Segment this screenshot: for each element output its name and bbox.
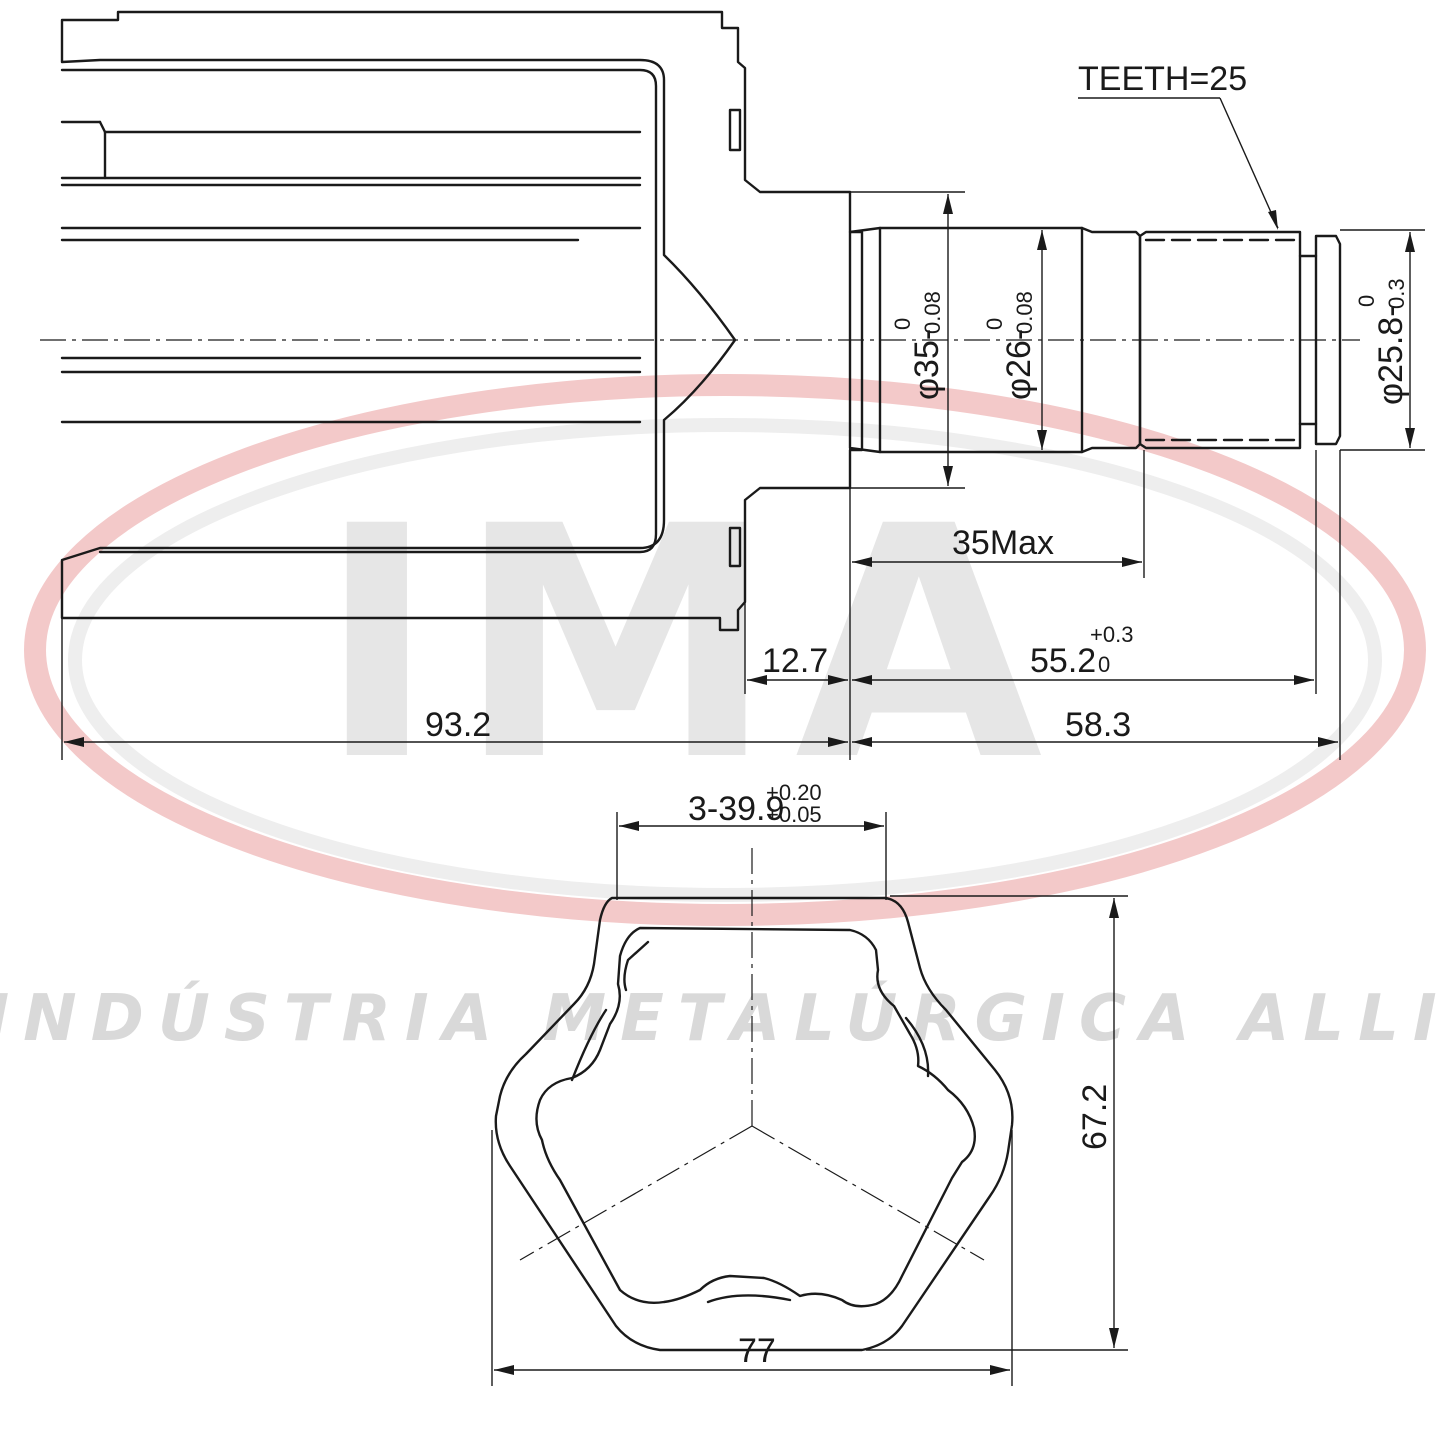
- svg-text:0: 0: [890, 318, 915, 330]
- svg-text:0: 0: [1098, 652, 1110, 677]
- tripod-axis-right: [751, 1125, 985, 1261]
- housing-inner-profile: [535, 926, 976, 1308]
- dim-text-35: φ35- 0 0.08: [890, 291, 946, 400]
- dim-text-552: 55.2 +0.3 0: [1030, 622, 1133, 680]
- svg-text:55.2: 55.2: [1030, 642, 1096, 680]
- side-section-view: TEETH=25 φ35- 0 0.08 φ26- 0 0.08 φ25.8- …: [40, 10, 1425, 760]
- dim-text-height: 67.2: [1076, 1084, 1114, 1150]
- watermark-logo-letters: IMA: [317, 459, 1062, 831]
- watermark-red-ring: [24, 374, 1426, 926]
- svg-text:φ35-: φ35-: [908, 329, 946, 400]
- dim-text-track: 3-39.9 +0.20 +0.05: [688, 780, 822, 828]
- dim-text-width: 77: [738, 1332, 776, 1370]
- dim-text-127: 12.7: [762, 642, 828, 680]
- teeth-leader-arrow: [1268, 210, 1278, 230]
- svg-text:0.3: 0.3: [1384, 278, 1409, 309]
- svg-text:φ25.8-: φ25.8-: [1372, 305, 1410, 405]
- svg-text:+0.05: +0.05: [766, 802, 822, 827]
- svg-text:+0.3: +0.3: [1090, 622, 1133, 647]
- spline-section: [1138, 230, 1342, 450]
- hatched-body-upper: [60, 10, 864, 632]
- svg-text:0.08: 0.08: [920, 291, 945, 334]
- dim-text-258: φ25.8- 0 0.3: [1354, 278, 1410, 405]
- watermark-grey-ring: [68, 418, 1382, 902]
- end-view: 3-39.9 +0.20 +0.05 67.2 77: [491, 780, 1128, 1386]
- svg-text:φ26-: φ26-: [1000, 329, 1038, 400]
- dim-text-583: 58.3: [1065, 706, 1131, 744]
- clip-groove-upper: [728, 108, 742, 152]
- housing-outer-profile: [494, 896, 1014, 1352]
- dim-text-35max: 35Max: [952, 524, 1054, 562]
- svg-text:3-39.9: 3-39.9: [688, 790, 784, 828]
- svg-text:0: 0: [1354, 295, 1379, 307]
- teeth-label: TEETH=25: [1078, 60, 1247, 98]
- watermark: IMA INDÚSTRIA METALÚRGICA ALLI: [0, 374, 1445, 1056]
- track-line-1b: [98, 120, 107, 134]
- dim-text-932: 93.2: [425, 706, 491, 744]
- teeth-leader: [1219, 97, 1279, 229]
- svg-text:0: 0: [982, 318, 1007, 330]
- svg-text:0.08: 0.08: [1012, 291, 1037, 334]
- inner-bore: [60, 68, 658, 554]
- inner-track-lower: [570, 1008, 792, 1304]
- tripod-axis-left: [519, 1125, 753, 1261]
- svg-text:67.2: 67.2: [1076, 1084, 1114, 1150]
- svg-text:+0.20: +0.20: [766, 780, 822, 805]
- watermark-company-name: INDÚSTRIA METALÚRGICA ALLI: [0, 980, 1445, 1056]
- inner-track-upper: [623, 940, 930, 1078]
- dim-text-26: φ26- 0 0.08: [982, 291, 1038, 400]
- clip-groove-lower: [728, 526, 742, 568]
